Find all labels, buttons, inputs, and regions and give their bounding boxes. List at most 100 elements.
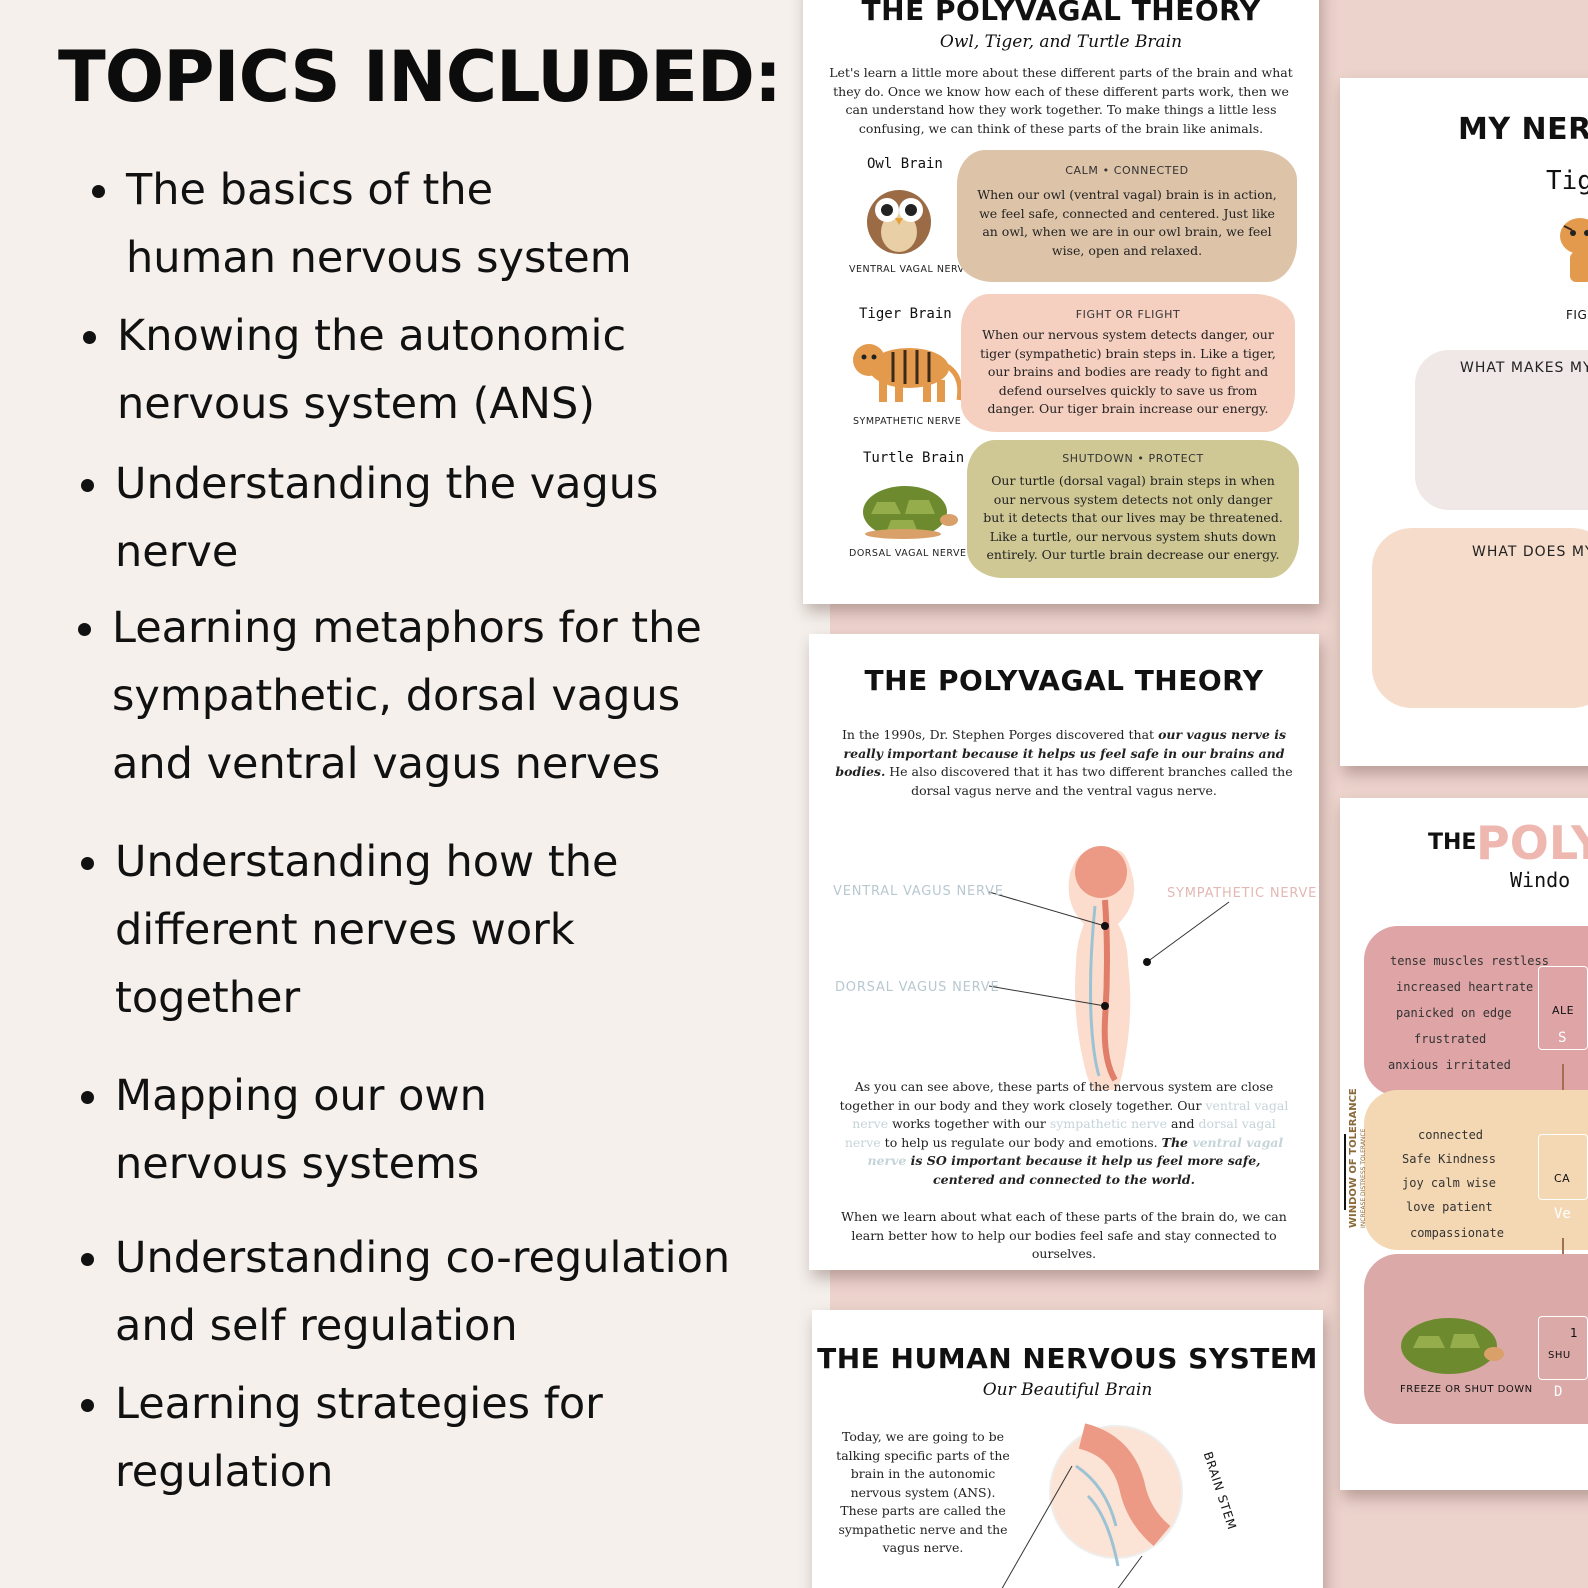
page-subtitle: Owl, Tiger, and Turtle Brain	[939, 32, 1183, 52]
body-text: to help us regulate our body and emotion…	[880, 1134, 1162, 1150]
freeze-label: FREEZE OR SHUT DOWN	[1400, 1384, 1533, 1395]
intro-text: In the 1990s, Dr. Stephen Porges discove…	[841, 727, 1159, 742]
highlight-term: ventral vagal nerve	[867, 1134, 1284, 1169]
topic-line: Learning strategies for	[115, 1379, 603, 1429]
bullet-icon	[81, 1091, 94, 1104]
nerve-label: VENTRAL VAGAL NERVE	[849, 264, 972, 275]
body-text: and	[1167, 1116, 1199, 1131]
topic-line: and self regulation	[115, 1301, 518, 1351]
zone-box-sub: Ve	[1554, 1206, 1571, 1222]
zone-box-sub: S	[1558, 1030, 1567, 1046]
topic-item: Mapping our own nervous systems	[81, 1062, 487, 1198]
feeling-words: tense muscles restless	[1390, 954, 1549, 968]
ventral-vagus-label: VENTRAL VAGUS NERVE	[833, 884, 1004, 899]
animal-name: Turtle Brain	[863, 450, 965, 466]
page-subtitle: Windo	[1510, 868, 1571, 892]
arrow-up-icon	[1562, 1064, 1564, 1104]
bullet-icon	[81, 1399, 94, 1412]
body-emphasis: is SO important because it help us feel …	[906, 1153, 1261, 1187]
zone-box-sub: D	[1554, 1384, 1563, 1400]
feeling-words: joy calm wise	[1402, 1176, 1496, 1190]
zone-box-label: 1	[1570, 1326, 1579, 1340]
feeling-words: Safe Kindness	[1402, 1152, 1496, 1166]
tiger-icon	[1560, 218, 1588, 282]
feeling-words: panicked on edge	[1396, 1006, 1512, 1020]
answer-box	[1372, 528, 1588, 708]
turtle-icon	[1401, 1318, 1504, 1374]
topics-heading: TOPICS INCLUDED:	[58, 36, 782, 118]
topic-line: human nervous system	[126, 233, 632, 283]
card-heading: CALM • CONNECTED	[1065, 164, 1189, 177]
topic-line: The basics of the	[126, 165, 494, 215]
zone-box-label: CA	[1554, 1172, 1571, 1185]
intro-paragraph: Today, we are going to be talking specif…	[836, 1429, 1010, 1555]
zone-box-label: ALE	[1552, 1004, 1575, 1017]
feeling-words: compassionate	[1410, 1226, 1504, 1240]
body-emphasis: The	[1161, 1134, 1193, 1150]
turtle-icon	[863, 486, 958, 539]
topic-line: nervous system (ANS)	[117, 379, 596, 429]
zone-hyperarousal	[1364, 926, 1588, 1096]
topic-line: sympathetic, dorsal vagus	[112, 671, 681, 721]
topics-panel: TOPICS INCLUDED: The basics of the human…	[58, 36, 783, 1506]
sympathetic-label: SYMPATHETIC NERVE	[1167, 886, 1318, 901]
topic-item: Learning strategies for regulation	[81, 1370, 603, 1506]
zone-window	[1364, 1090, 1588, 1250]
topic-item: Knowing the autonomic nervous system (AN…	[83, 302, 627, 438]
worksheet-page-polyvagal: THE POLYVAGAL THEORY In the 1990s, Dr. S…	[809, 634, 1319, 1270]
bullet-icon	[81, 857, 94, 870]
owl-icon	[867, 190, 931, 254]
topic-item: Learning metaphors for the sympathetic, …	[78, 594, 702, 798]
zone-box	[1538, 1316, 1588, 1380]
topic-line: together	[115, 973, 301, 1023]
topic-item: Understanding the vagus nerve	[81, 450, 659, 586]
feeling-words: love patient	[1406, 1200, 1493, 1214]
nerve-label: DORSAL VAGAL NERVE	[849, 548, 967, 559]
page-title: THE POLYVAGAL THEORY	[861, 0, 1261, 27]
card-text: When our nervous system detects danger, …	[980, 327, 1276, 416]
highlight-term: ventral vagal nerve	[852, 1097, 1289, 1132]
topic-line: nervous systems	[115, 1139, 480, 1189]
card-text: When our owl (ventral vagal) brain is in…	[977, 187, 1277, 258]
page-title: THE HUMAN NERVOUS SYSTEM	[817, 1342, 1318, 1375]
worksheet-page-nervous-map: MY NERV Tig FIG WHAT MAKES MY WHAT DOES …	[1340, 78, 1588, 766]
question-label: WHAT MAKES MY	[1460, 360, 1588, 376]
owl-description-card: CALM • CONNECTED When our owl (ventral v…	[957, 150, 1297, 282]
topic-line: different nerves work	[115, 905, 575, 955]
topic-line: Understanding co-regulation	[115, 1233, 731, 1283]
topic-line: Understanding the vagus	[115, 459, 659, 509]
topic-line: Mapping our own	[115, 1071, 487, 1121]
nerve-label: SYMPATHETIC NERVE	[853, 416, 962, 427]
intro-text: He also discovered that it has two diffe…	[885, 764, 1293, 798]
highlight-term: dorsal vagal nerve	[844, 1116, 1276, 1150]
turtle-description-card: SHUTDOWN • PROTECT Our turtle (dorsal va…	[967, 440, 1299, 578]
worksheet-page-window: THE POLY Windo tense muscles restless in…	[1340, 798, 1588, 1490]
fight-label: FIG	[1566, 308, 1588, 322]
feeling-words: increased heartrate	[1396, 980, 1534, 994]
page-title: MY NERV	[1458, 112, 1588, 147]
topic-line: and ventral vagus nerves	[112, 739, 661, 789]
question-label: WHAT DOES MY	[1472, 544, 1588, 560]
zone-box	[1538, 1134, 1588, 1200]
topic-line: Knowing the autonomic	[117, 311, 627, 361]
highlight-term: sympathetic nerve	[1049, 1116, 1168, 1131]
page-subtitle: Our Beautiful Brain	[982, 1380, 1153, 1400]
dorsal-vagus-label: DORSAL VAGUS NERVE	[835, 980, 1000, 995]
page-title-poly: POLY	[1476, 816, 1588, 870]
body-paragraph: As you can see above, these parts of the…	[835, 1078, 1293, 1189]
window-label: WINDOW OF TOLERANCE	[1348, 1088, 1359, 1228]
zone-box-label: SHU	[1548, 1350, 1571, 1361]
topic-item: Understanding co-regulation and self reg…	[81, 1224, 731, 1360]
topic-line: Learning metaphors for the	[112, 603, 702, 653]
closing-paragraph: When we learn about what each of these p…	[841, 1209, 1287, 1261]
tiger-description-card: FIGHT OR FLIGHT When our nervous system …	[961, 294, 1295, 432]
card-text: Our turtle (dorsal vagal) brain steps in…	[983, 473, 1283, 562]
feeling-words: anxious irritated	[1388, 1058, 1511, 1072]
bullet-icon	[81, 1253, 94, 1266]
card-heading: SHUTDOWN • PROTECT	[1062, 452, 1204, 465]
worksheet-page-animals: THE POLYVAGAL THEORY Owl, Tiger, and Tur…	[803, 0, 1319, 604]
page-title-the: THE	[1428, 830, 1477, 855]
feeling-words: connected	[1418, 1128, 1484, 1142]
topic-item: The basics of the human nervous system	[92, 156, 632, 292]
animal-name: Owl Brain	[867, 156, 943, 172]
